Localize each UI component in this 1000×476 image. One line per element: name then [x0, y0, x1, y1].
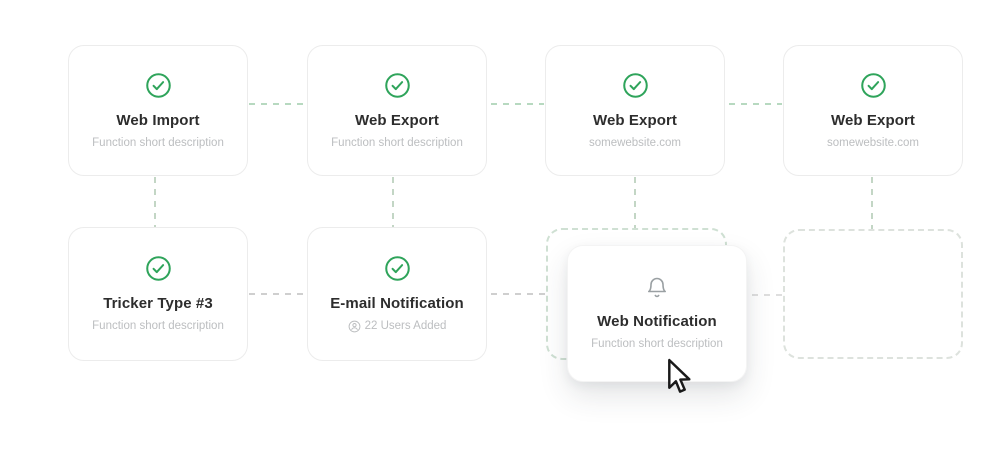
user-circle-icon: [348, 320, 361, 333]
check-circle-icon: [145, 72, 172, 99]
node-title: E-mail Notification: [330, 295, 464, 312]
node-web-notification[interactable]: Web Notification Function short descript…: [567, 245, 747, 382]
bell-icon: [645, 276, 669, 300]
node-subtitle: 22 Users Added: [348, 319, 447, 333]
node-subtitle-text: 22 Users Added: [364, 320, 447, 332]
check-circle-icon: [384, 72, 411, 99]
node-title: Tricker Type #3: [103, 295, 213, 312]
node-web-export-1[interactable]: Web Export Function short description: [307, 45, 487, 176]
node-web-export-2[interactable]: Web Export somewebsite.com: [545, 45, 725, 176]
node-subtitle: somewebsite.com: [826, 136, 920, 149]
node-title: Web Import: [116, 111, 200, 129]
node-web-import[interactable]: Web Import Function short description: [68, 45, 248, 176]
check-circle-icon: [384, 255, 411, 282]
node-title: Web Export: [830, 111, 916, 129]
node-subtitle: somewebsite.com: [588, 136, 682, 149]
node-subtitle: Function short description: [92, 136, 224, 149]
node-title: Web Export: [354, 111, 440, 129]
node-web-export-3[interactable]: Web Export somewebsite.com: [783, 45, 963, 176]
node-subtitle: Function short description: [591, 338, 723, 350]
check-circle-icon: [860, 72, 887, 99]
node-title: Web Export: [592, 111, 678, 129]
node-subtitle: Function short description: [331, 136, 463, 149]
node-tricker-type-3[interactable]: Tricker Type #3 Function short descripti…: [68, 227, 248, 361]
node-email-notification[interactable]: E-mail Notification 22 Users Added: [307, 227, 487, 361]
check-circle-icon: [145, 255, 172, 282]
check-circle-icon: [622, 72, 649, 99]
node-subtitle: Function short description: [92, 320, 224, 332]
node-title: Web Notification: [597, 313, 717, 330]
drop-placeholder-empty[interactable]: [783, 229, 963, 359]
